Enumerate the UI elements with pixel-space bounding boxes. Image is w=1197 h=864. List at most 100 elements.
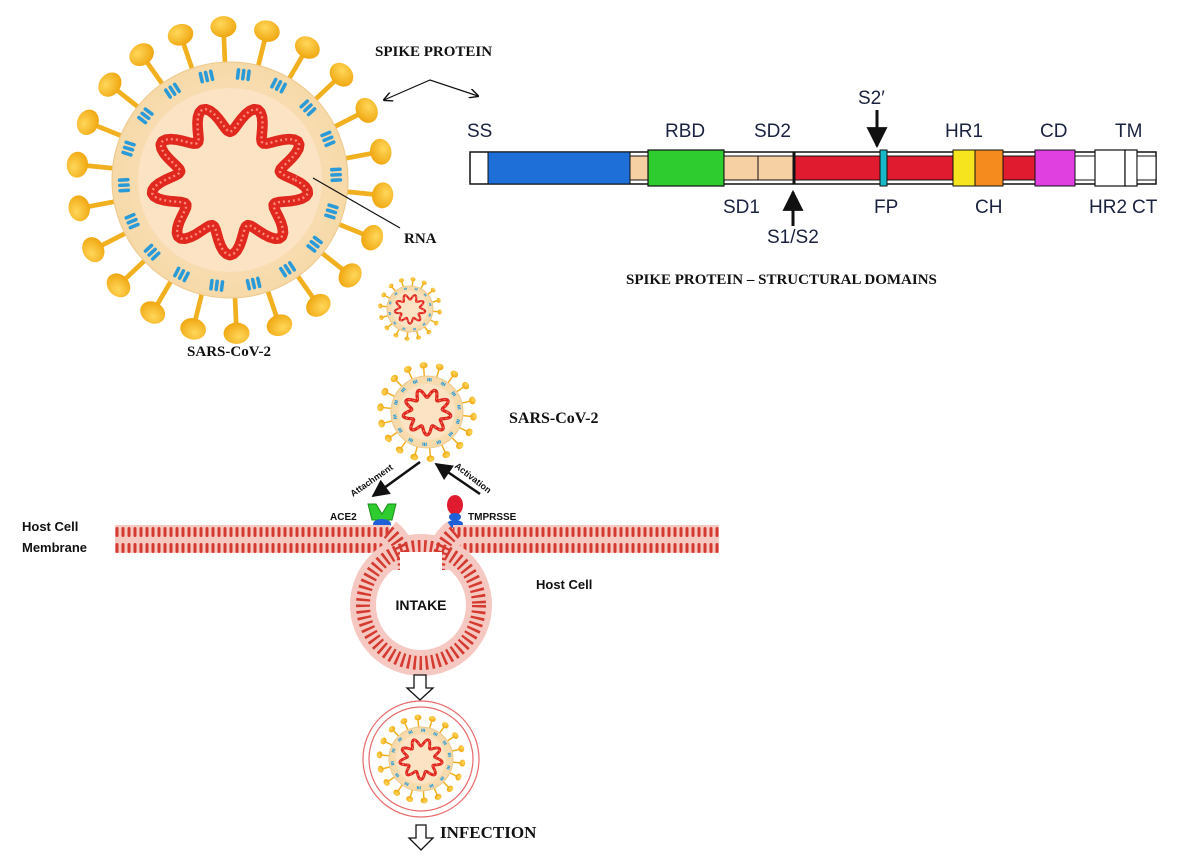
domain-linker-1: [629, 155, 649, 181]
membrane-protein: [412, 379, 418, 385]
membrane-protein: [421, 728, 426, 732]
spike-protein-double-arrow: [384, 79, 478, 100]
protein-segment: [124, 212, 136, 220]
domain-labels-bottom: SD1 S1/S2 FP CH HR2 CT: [723, 197, 1158, 248]
domain-rbd: [647, 149, 725, 187]
protein-segment: [241, 68, 246, 81]
membrane-protein: [388, 312, 392, 316]
protein-segment: [430, 378, 432, 382]
label-rbd: RBD: [665, 121, 705, 142]
viral-rna-highlight: [394, 294, 426, 324]
protein-segment: [322, 135, 334, 143]
protein-segment: [455, 422, 460, 425]
protein-segment: [423, 293, 426, 296]
protein-segment: [394, 772, 398, 776]
protein-segment: [405, 287, 407, 290]
spike-head: [446, 785, 454, 792]
protein-segment: [414, 287, 416, 291]
protein-segment: [393, 416, 397, 418]
protein-segment: [198, 71, 204, 84]
protein-segment: [424, 294, 427, 297]
domain-linker-2: [1074, 155, 1096, 181]
domain-hr1: [952, 149, 976, 187]
membrane-protein: [403, 287, 407, 291]
sars-cov-2-virus-small-1: [378, 277, 442, 341]
protein-segment: [436, 441, 439, 445]
protein-segment: [429, 304, 432, 306]
viral-rna-highlight: [399, 739, 443, 780]
protein-segment: [140, 111, 151, 121]
protein-segment: [299, 99, 310, 109]
protein-segment: [415, 327, 417, 331]
spike-head: [404, 336, 410, 341]
membrane-protein: [448, 431, 454, 437]
sars-cov-2-virus-medium: [377, 362, 477, 462]
protein-segment: [453, 393, 457, 397]
intake-label: INTAKE: [395, 597, 446, 613]
protein-segment: [391, 751, 395, 753]
membrane-protein: [423, 293, 427, 297]
membrane-protein: [427, 377, 432, 382]
protein-segment: [393, 322, 396, 324]
spike-head: [381, 292, 386, 298]
spike-head: [68, 195, 90, 222]
protein-segment: [428, 377, 431, 382]
label-s2-prime: S2′: [858, 88, 885, 109]
spike-head: [388, 283, 394, 289]
protein-segment: [117, 177, 130, 182]
protein-segment: [163, 88, 172, 99]
protein-segment: [399, 737, 403, 740]
membrane-protein: [429, 783, 434, 788]
protein-segment: [397, 739, 401, 742]
spike-head: [390, 374, 398, 383]
membrane-protein: [402, 327, 406, 331]
protein-segment: [456, 419, 461, 421]
protein-segment: [390, 762, 395, 764]
protein-segment: [270, 77, 278, 89]
membrane-protein: [320, 130, 336, 148]
protein-segment: [389, 302, 392, 304]
membrane-protein: [422, 322, 426, 326]
spike-head: [398, 278, 404, 283]
spike-head: [456, 441, 464, 450]
domain-ntd: [487, 151, 631, 185]
spike-head: [428, 716, 436, 722]
protein-segment: [442, 382, 445, 386]
spike-head: [459, 759, 466, 767]
domain-ch: [974, 149, 1004, 187]
protein-segment: [439, 439, 442, 444]
protein-segment: [391, 764, 395, 766]
vesicle-inner-ring: [368, 706, 474, 812]
membrane-protein: [451, 391, 457, 397]
protein-segment: [415, 288, 417, 291]
protein-segment: [442, 740, 446, 743]
membrane-protein: [393, 321, 397, 325]
domain-labels-top: SS RBD SD2 S2′ HR1 CD TM: [467, 88, 1142, 142]
protein-segment: [424, 728, 426, 732]
membrane-protein: [408, 730, 413, 735]
spike-head: [380, 737, 387, 745]
protein-segment: [423, 322, 426, 325]
protein-segment: [412, 380, 415, 385]
membrane-protein: [279, 261, 297, 278]
spike-head: [452, 732, 459, 739]
protein-segment: [394, 401, 398, 404]
membrane-protein: [397, 737, 403, 742]
protein-segment: [122, 145, 135, 152]
protein-segment: [404, 327, 406, 331]
protein-segment: [428, 314, 431, 316]
protein-segment: [444, 742, 448, 746]
protein-segment: [402, 327, 404, 330]
protein-segment: [118, 183, 130, 188]
spike-head: [378, 419, 385, 428]
protein-segment: [443, 383, 446, 387]
protein-segment: [433, 731, 436, 735]
protein-segment: [408, 437, 411, 441]
domain-tm: [1124, 149, 1138, 187]
protein-segment: [325, 208, 338, 215]
membrane-protein: [329, 167, 343, 183]
spike-head: [395, 446, 404, 454]
protein-segment: [219, 280, 225, 292]
spike-head: [294, 36, 320, 59]
viral-core: [392, 291, 428, 327]
